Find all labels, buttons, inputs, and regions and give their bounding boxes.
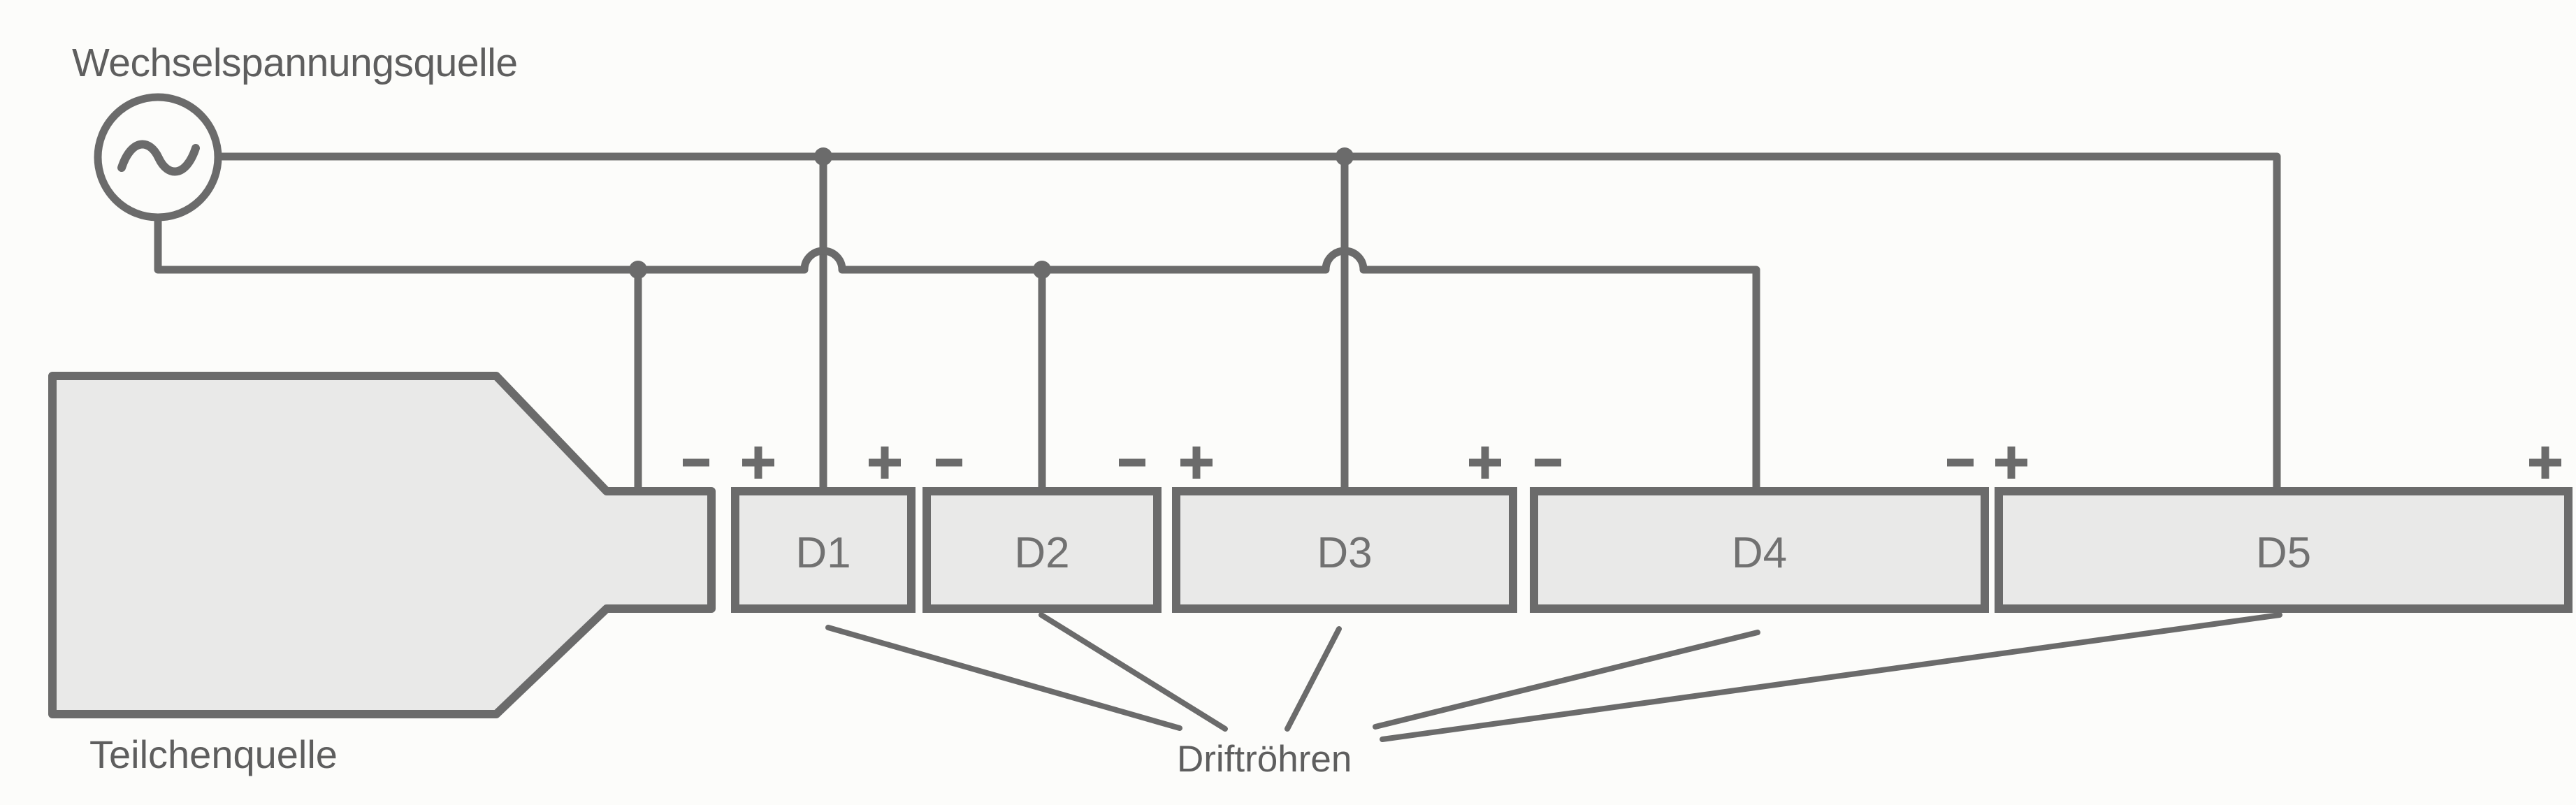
top-wire: [218, 152, 2281, 493]
particle-source-label: Teilchenquelle: [89, 732, 338, 776]
drift-tube-label-d2: D2: [1014, 529, 1069, 577]
sign-vbar: [2541, 447, 2549, 479]
junction-dot-bottom-1: [629, 261, 647, 279]
sign-vbar: [1481, 447, 1489, 479]
polarity-sign-minus-4: [936, 458, 962, 467]
particle-source-funnel: [48, 372, 716, 718]
drift-tube-pointer-5: [1380, 612, 2282, 742]
polarity-sign-plus-11: [2529, 447, 2561, 479]
polarity-sign-plus-10: [1995, 447, 2027, 479]
wire-layer: [154, 147, 2281, 493]
drift-tube-d1: [731, 487, 916, 613]
junction-dot-bottom-2: [1033, 261, 1051, 279]
polarity-sign-minus-1: [683, 458, 709, 467]
polarity-sign-minus-5: [1119, 458, 1145, 467]
sign-hbar: [683, 458, 709, 467]
pointer-line-layer: [825, 612, 2282, 742]
drift-tube-label-d5: D5: [2256, 529, 2311, 577]
drift-tube-pointer-3: [1285, 626, 1342, 732]
bottom-wire: [154, 217, 1760, 493]
drift-tube-d3: [1172, 487, 1517, 613]
sign-hbar: [1119, 458, 1145, 467]
sign-hbar: [1535, 458, 1561, 467]
polarity-sign-plus-2: [742, 447, 774, 479]
sign-vbar: [1192, 447, 1201, 479]
ac-source-symbol: [94, 93, 222, 222]
drift-tube-layer: D1 D2 D3 D4 D5: [731, 487, 2573, 613]
ac-source-label: Wechselspannungsquelle: [72, 41, 518, 85]
drift-tube-label-d4: D4: [1732, 529, 1787, 577]
sign-vbar: [881, 447, 889, 479]
junction-dot-top-1: [814, 147, 832, 166]
polarity-sign-layer: [683, 447, 2561, 479]
drift-tube-pointer-2: [1039, 612, 1228, 732]
polarity-sign-minus-9: [1947, 458, 1974, 467]
drift-tube-d4: [1530, 487, 1989, 613]
sign-hbar: [936, 458, 962, 467]
sign-vbar: [2007, 447, 2016, 479]
drift-tube-pointer-4: [1373, 630, 1760, 730]
polarity-sign-plus-7: [1469, 447, 1501, 479]
sign-vbar: [754, 447, 762, 479]
ac-sine-icon: [117, 140, 200, 176]
drift-tubes-label: Driftröhren: [1177, 739, 1352, 780]
drift-tube-label-d3: D3: [1317, 529, 1372, 577]
drift-tube-label-d1: D1: [795, 529, 851, 577]
drift-tube-d2: [922, 487, 1162, 613]
polarity-sign-minus-8: [1535, 458, 1561, 467]
particle-source-shape: [48, 372, 716, 718]
junction-dot-top-2: [1336, 147, 1354, 166]
polarity-sign-plus-6: [1180, 447, 1213, 479]
sign-hbar: [1947, 458, 1974, 467]
drift-tube-pointer-1: [825, 625, 1182, 731]
polarity-sign-plus-3: [869, 447, 901, 479]
drift-tube-d5: [1995, 487, 2573, 613]
